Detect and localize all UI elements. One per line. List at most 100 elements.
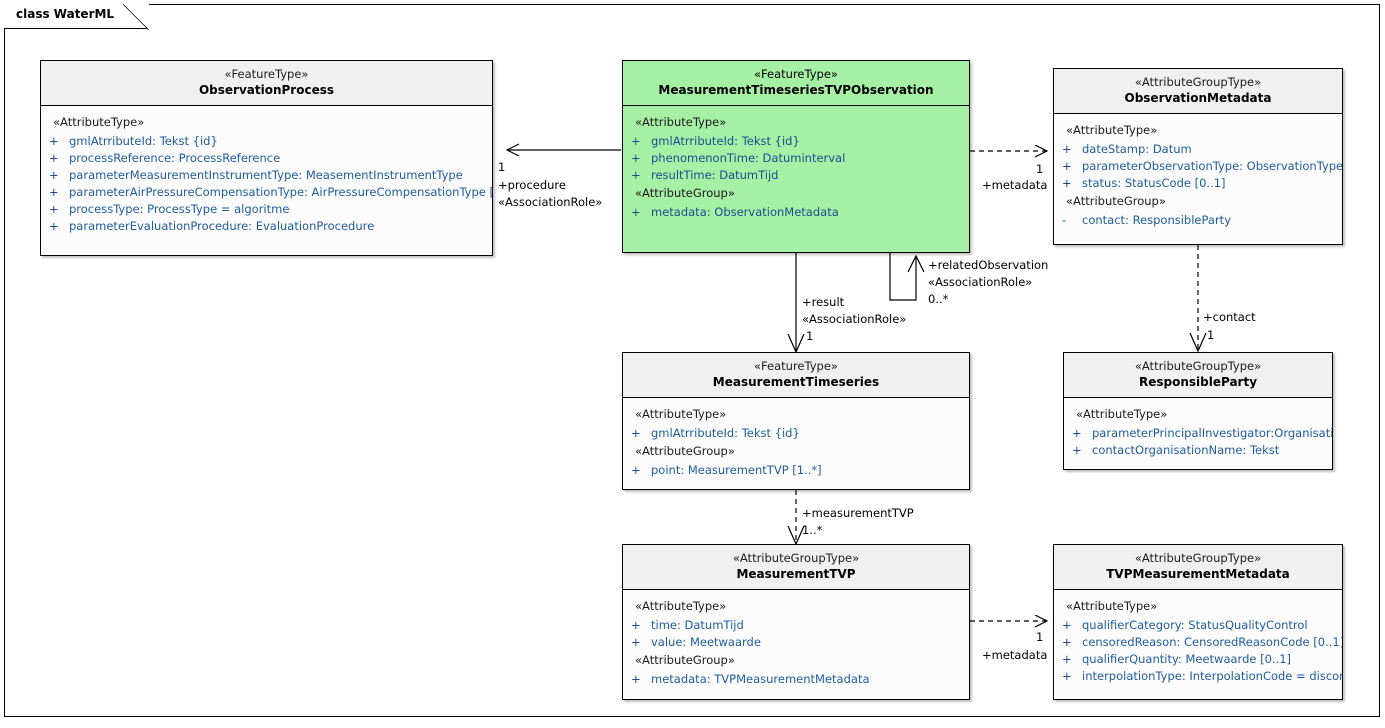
related-observation-multiplicity: 0..* <box>928 292 949 306</box>
attribute-row: + resultTime: DatumTijd <box>623 167 969 184</box>
class-body: «AttributeType» +gmlAtrributeId: Tekst {… <box>41 106 492 243</box>
visibility: + <box>49 185 59 199</box>
class-header: «FeatureType» MeasurementTimeseriesTVPOb… <box>623 61 969 106</box>
visibility: + <box>631 134 641 148</box>
attribute-text: processReference: ProcessReference <box>69 151 281 165</box>
class-stereotype: «AttributeGroupType» <box>1134 75 1262 89</box>
visibility: + <box>1062 618 1072 632</box>
visibility: + <box>631 635 641 649</box>
attribute-group-label: «AttributeType» <box>53 115 145 129</box>
attribute-text: metadata: ObservationMetadata <box>651 205 839 219</box>
contact-multiplicity: 1 <box>1207 328 1215 342</box>
visibility: + <box>49 134 59 148</box>
metadata-observation-multiplicity: 1 <box>1036 162 1044 176</box>
class-name: MeasurementTimeseriesTVPObservation <box>658 83 934 97</box>
class-name: ObservationProcess <box>198 83 335 97</box>
class-body: «AttributeType» +parameterPrincipalInves… <box>1064 398 1332 467</box>
class-observation-process[interactable]: «FeatureType» ObservationProcess «Attrib… <box>40 60 493 256</box>
visibility: + <box>631 426 641 440</box>
attribute-row: + parameterEvaluationProcedure: Evaluatio… <box>41 218 492 235</box>
class-name: MeasurementTimeseries <box>712 375 880 389</box>
related-observation-stereotype-label: «AssociationRole» <box>928 275 1033 289</box>
class-body: «AttributeType» + gmlAtrributeId: Tekst {… <box>623 106 969 229</box>
attribute-text: parameterEvaluationProcedure: Evaluation… <box>69 219 375 233</box>
visibility: + <box>631 672 641 686</box>
attribute-row: +status: StatusCode [0..1] <box>1054 175 1342 192</box>
attribute-group-label: «AttributeType» <box>1066 599 1158 613</box>
visibility: + <box>1062 159 1072 173</box>
attribute-row: + qualifierCategory: StatusQualityControl <box>1054 617 1342 634</box>
attribute-row: + dateStamp: Datum <box>1054 141 1342 158</box>
visibility: + <box>49 219 59 233</box>
class-observation-metadata[interactable]: «AttributeGroupType» ObservationMetadata… <box>1053 68 1343 245</box>
attribute-row: + interpolationType: InterpolationCode = … <box>1054 668 1342 685</box>
class-header: «FeatureType» ObservationProcess <box>41 61 492 106</box>
attribute-text: gmlAtrributeId: Tekst {id} <box>651 134 800 148</box>
procedure-stereotype-label: «AssociationRole» <box>498 195 603 209</box>
attribute-text: resultTime: DatumTijd <box>651 168 779 182</box>
contact-role-label: +contact <box>1203 310 1256 324</box>
visibility: + <box>631 168 641 182</box>
visibility: - <box>1062 213 1067 227</box>
attribute-row: +phenomenonTime: Datuminterval <box>623 150 969 167</box>
visibility: + <box>1062 652 1072 666</box>
class-header: «AttributeGroupType» ObservationMetadata <box>1054 69 1342 114</box>
class-stereotype: «AttributeGroupType» <box>732 551 860 565</box>
visibility: + <box>49 168 59 182</box>
attribute-text: dateStamp: Datum <box>1082 142 1192 156</box>
attribute-text: processType: ProcessType = algoritme <box>69 202 290 216</box>
measurement-tvp-role-label: +measurementTVP <box>802 506 914 520</box>
attribute-row: +time: DatumTijd <box>623 617 969 634</box>
visibility: + <box>631 618 641 632</box>
attribute-row: +parameterAirPressureCompensationType: A… <box>41 184 492 201</box>
attribute-row: +gmlAtrributeId: Tekst {id} <box>41 133 492 150</box>
attribute-row: +processType: ProcessType = algoritme <box>41 201 492 218</box>
attribute-text: contactOrganisationName: Tekst <box>1092 443 1280 457</box>
attribute-text: parameterMeasurementInstrumentType: Meas… <box>69 168 463 182</box>
procedure-multiplicity: 1 <box>498 160 506 174</box>
metadata-tvp-role-label: +metadata <box>982 648 1048 662</box>
class-stereotype: «FeatureType» <box>754 67 838 81</box>
attribute-row: +parameterPrincipalInvestigator:Organisa… <box>1064 425 1332 442</box>
attribute-row: - contact: ResponsibleParty <box>1054 212 1342 229</box>
attribute-row: + processReference: ProcessReference <box>41 150 492 167</box>
visibility: + <box>631 463 641 477</box>
visibility: + <box>1062 669 1072 683</box>
attribute-row: +parameterObservationType: ObservationTy… <box>1054 158 1342 175</box>
related-observation-role-label: +relatedObservation <box>928 258 1049 272</box>
class-measurement-tvp[interactable]: «AttributeGroupType» MeasurementTVP «Att… <box>622 544 970 700</box>
class-responsible-party[interactable]: «AttributeGroupType» ResponsibleParty «A… <box>1063 352 1333 470</box>
class-stereotype: «AttributeGroupType» <box>1134 551 1262 565</box>
visibility: + <box>1062 635 1072 649</box>
connector-related-observation <box>889 253 925 301</box>
attribute-text: censoredReason: CensoredReasonCode [0..1… <box>1082 635 1342 649</box>
attribute-group-label: «AttributeType» <box>635 115 727 129</box>
class-measurement-timeseries[interactable]: «FeatureType» MeasurementTimeseries «Att… <box>622 352 970 490</box>
attribute-text: point: MeasurementTVP [1..*] <box>651 463 822 477</box>
attribute-group-label: «AttributeGroup» <box>635 444 735 458</box>
result-stereotype-label: «AssociationRole» <box>802 312 907 326</box>
attribute-group-label: «AttributeType» <box>635 407 727 421</box>
attribute-text: contact: ResponsibleParty <box>1082 213 1231 227</box>
attribute-row: + parameterMeasurementInstrumentType: Mea… <box>41 167 492 184</box>
attribute-text: qualifierCategory: StatusQualityControl <box>1082 618 1308 632</box>
result-multiplicity: 1 <box>806 329 814 343</box>
class-header: «FeatureType» MeasurementTimeseries <box>623 353 969 398</box>
attribute-text: interpolationType: InterpolationCode = d… <box>1082 669 1342 683</box>
class-tvp-measurement-metadata[interactable]: «AttributeGroupType» TVPMeasurementMetad… <box>1053 544 1343 700</box>
visibility: + <box>49 151 59 165</box>
attribute-text: value: Meetwaarde <box>651 635 761 649</box>
visibility: + <box>1072 443 1082 457</box>
class-stereotype: «AttributeGroupType» <box>1134 359 1262 373</box>
attribute-row: +gmlAtrributeId: Tekst {id} <box>623 425 969 442</box>
visibility: + <box>1062 142 1072 156</box>
attribute-row: + censoredReason: CensoredReasonCode [0..… <box>1054 634 1342 651</box>
metadata-tvp-multiplicity: 1 <box>1036 630 1044 644</box>
class-header: «AttributeGroupType» ResponsibleParty <box>1064 353 1332 398</box>
attribute-group-label: «AttributeType» <box>1066 123 1158 137</box>
attribute-group-label: «AttributeType» <box>1076 407 1168 421</box>
class-body: «AttributeType» +gmlAtrributeId: Tekst {… <box>623 398 969 487</box>
class-measurement-timeseries-tvp-observation[interactable]: «FeatureType» MeasurementTimeseriesTVPOb… <box>622 60 970 253</box>
class-name: ObservationMetadata <box>1124 91 1272 105</box>
